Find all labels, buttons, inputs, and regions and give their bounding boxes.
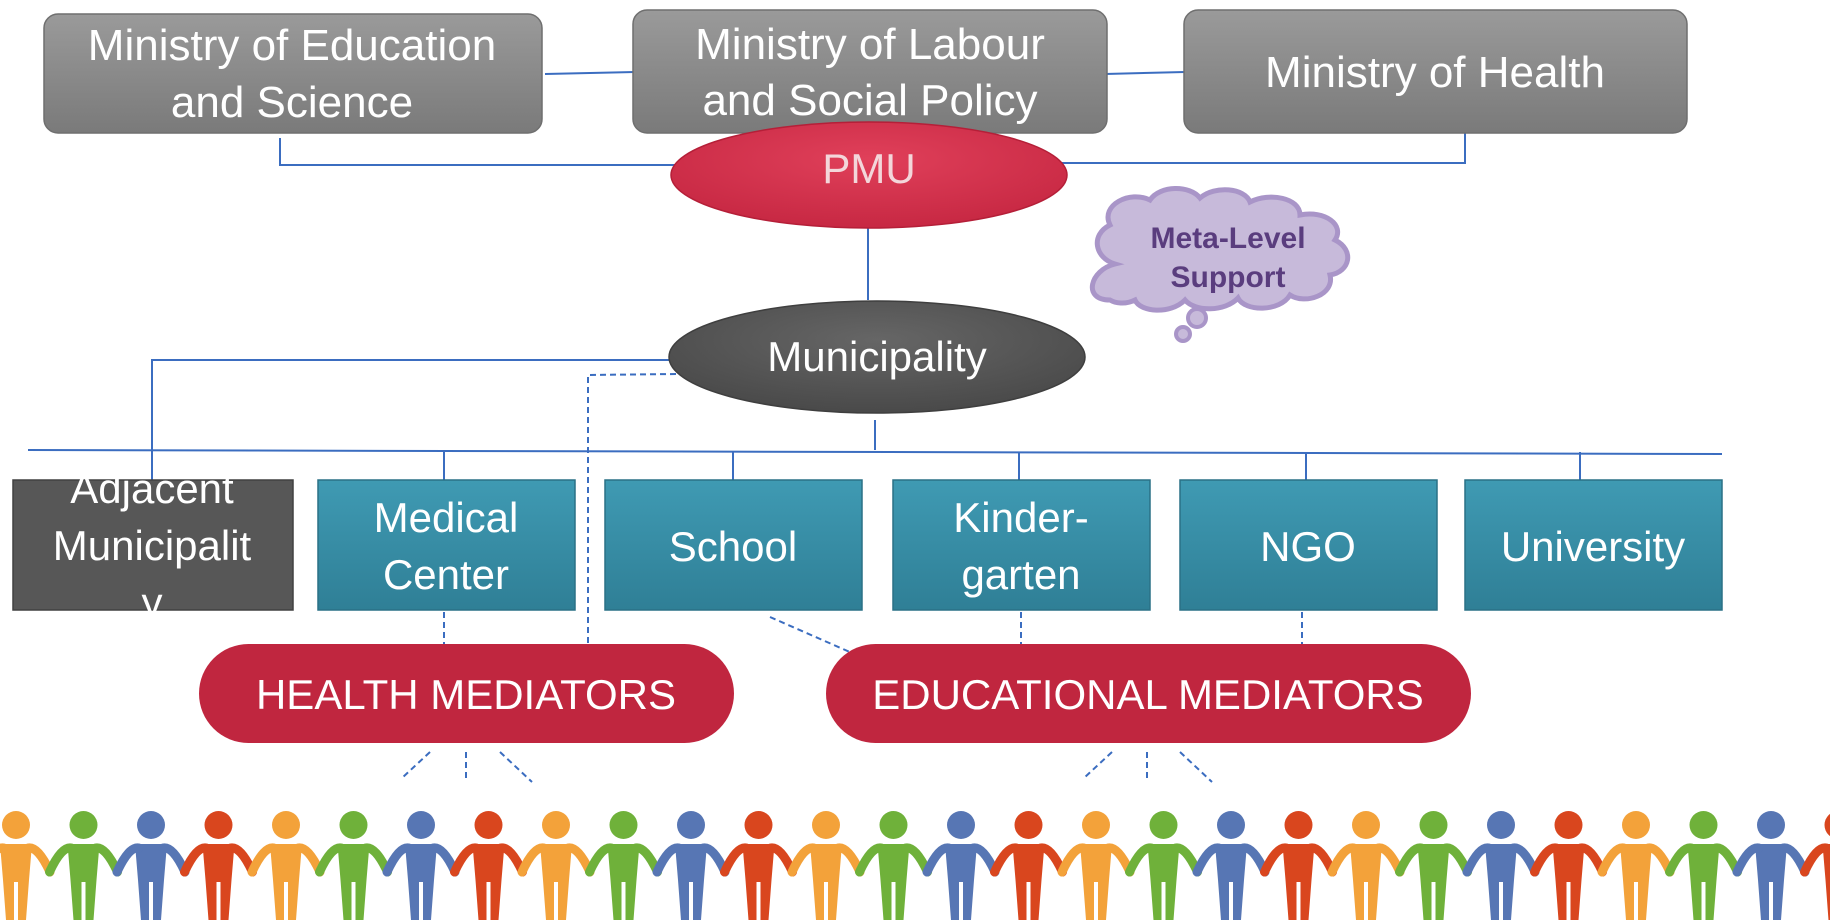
university-box: University	[1464, 479, 1723, 611]
adjacent-municipality-box: Adjacent Municipalit y	[12, 465, 294, 626]
ministry-education-line-1: Ministry of Education	[88, 21, 496, 70]
health-mediators-pill: HEALTH MEDIATORS	[199, 644, 734, 743]
school-label: School	[669, 523, 797, 570]
municipality-ellipse: Municipality	[668, 300, 1086, 414]
person-icon	[1530, 811, 1607, 920]
municipality-label: Municipality	[767, 333, 986, 380]
person-icon	[450, 811, 527, 920]
person-icon	[315, 811, 392, 920]
ngo-label: NGO	[1260, 523, 1356, 570]
kindergarten-line-1: Kinder-	[953, 494, 1088, 541]
adjacent-line-2: Municipalit	[53, 522, 252, 569]
pmu-ellipse: PMU	[670, 121, 1068, 229]
kindergarten-line-2: garten	[961, 551, 1080, 598]
university-label: University	[1501, 523, 1685, 570]
person-icon	[0, 811, 55, 920]
ministry-education-box: Ministry of Education and Science	[43, 13, 543, 134]
person-icon	[1462, 811, 1540, 920]
person-icon	[1057, 811, 1135, 920]
school-box: School	[604, 479, 863, 611]
meta-level-support-cloud: Meta-Level Support	[1089, 186, 1351, 343]
medical-center-line-1: Medical	[374, 494, 519, 541]
people-row	[0, 811, 1830, 920]
cloud-line-1: Meta-Level	[1150, 222, 1305, 255]
educational-mediators-label: EDUCATIONAL MEDIATORS	[872, 671, 1424, 718]
medical-center-box: Medical Center	[317, 479, 576, 611]
person-icon	[180, 811, 257, 920]
medical-center-line-2: Center	[383, 551, 509, 598]
cloud-line-2: Support	[1171, 261, 1286, 294]
person-icon	[1395, 811, 1472, 920]
person-icon	[112, 811, 190, 920]
educational-mediators-pill: EDUCATIONAL MEDIATORS	[826, 644, 1471, 743]
health-mediators-label: HEALTH MEDIATORS	[256, 671, 676, 718]
person-icon	[990, 811, 1067, 920]
person-icon	[1597, 811, 1675, 920]
adjacent-line-1: Adjacent	[70, 465, 234, 512]
person-icon	[855, 811, 932, 920]
person-icon	[720, 811, 797, 920]
ministry-education-line-2: and Science	[171, 78, 413, 127]
person-icon	[1327, 811, 1405, 920]
pmu-label: PMU	[822, 145, 915, 192]
kindergarten-box: Kinder- garten	[892, 479, 1151, 611]
ministry-labour-box: Ministry of Labour and Social Policy	[632, 9, 1108, 134]
person-icon	[1665, 811, 1742, 920]
person-icon	[382, 811, 460, 920]
ministry-health-box: Ministry of Health	[1183, 9, 1688, 134]
person-icon	[787, 811, 865, 920]
person-icon	[1800, 813, 1830, 920]
person-icon	[517, 811, 595, 920]
person-icon	[922, 811, 1000, 920]
connector-lines	[27, 71, 1723, 480]
ngo-box: NGO	[1179, 479, 1438, 611]
person-icon	[1192, 811, 1270, 920]
person-icon	[1732, 811, 1810, 920]
person-icon	[1260, 811, 1337, 920]
person-icon	[45, 811, 122, 920]
person-icon	[1125, 811, 1202, 920]
adjacent-line-3: y	[142, 579, 163, 626]
person-icon	[585, 811, 662, 920]
person-icon	[652, 811, 730, 920]
dashed-connectors	[401, 373, 1303, 783]
ministry-health-line-1: Ministry of Health	[1265, 48, 1605, 97]
person-icon	[247, 811, 325, 920]
ministry-labour-line-1: Ministry of Labour	[695, 20, 1045, 69]
ministry-labour-line-2: and Social Policy	[702, 76, 1037, 125]
